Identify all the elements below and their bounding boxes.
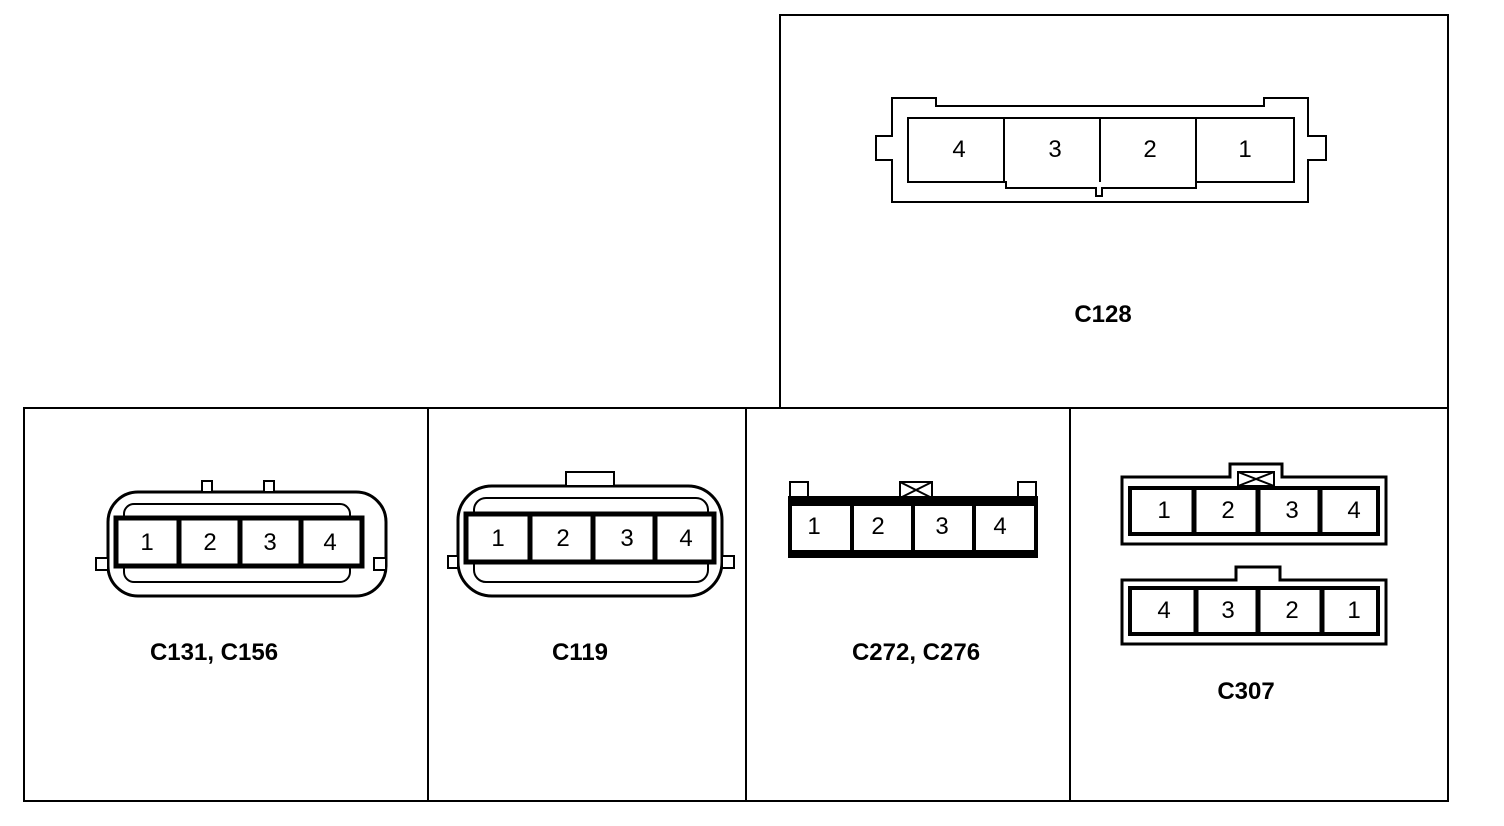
- c128-pin-3: 2: [1143, 136, 1156, 163]
- panel-c131-frame: [23, 407, 429, 802]
- c119-pin-1: 1: [491, 525, 504, 552]
- c128-pin-4: 1: [1238, 136, 1251, 163]
- c119-pin-2: 2: [556, 525, 569, 552]
- panel-c128-frame: [779, 14, 1449, 409]
- connector-c307-bottom: [1120, 565, 1388, 646]
- c307-top-pin-4: 4: [1347, 497, 1360, 524]
- c131-pin-4: 4: [323, 529, 336, 556]
- c307-top-pin-1: 1: [1157, 497, 1170, 524]
- c272-pin-1: 1: [807, 513, 820, 540]
- connector-c128: [875, 97, 1327, 203]
- connector-c131-c156: [95, 480, 388, 598]
- c119-pin-3: 3: [620, 525, 633, 552]
- panel-c119-frame: [427, 407, 747, 802]
- c307-top-pin-3: 3: [1285, 497, 1298, 524]
- c307-label: C307: [1217, 678, 1274, 705]
- connector-c307-top: [1120, 462, 1388, 546]
- c307-top-pin-2: 2: [1221, 497, 1234, 524]
- panel-c272-frame: [745, 407, 1071, 802]
- c131-pin-1: 1: [140, 529, 153, 556]
- c119-pin-4: 4: [679, 525, 692, 552]
- c128-pin-1: 4: [952, 136, 965, 163]
- c131-pin-3: 3: [263, 529, 276, 556]
- c272-c276-label: C272, C276: [852, 639, 980, 666]
- connector-c272-c276: [788, 481, 1038, 558]
- c307-bottom-pin-1: 4: [1157, 597, 1170, 624]
- c307-bottom-pin-3: 2: [1285, 597, 1298, 624]
- c128-label: C128: [1074, 301, 1131, 328]
- c131-c156-label: C131, C156: [150, 639, 278, 666]
- c307-bottom-pin-2: 3: [1221, 597, 1234, 624]
- c272-pin-4: 4: [993, 513, 1006, 540]
- c272-pin-3: 3: [935, 513, 948, 540]
- c272-pin-2: 2: [871, 513, 884, 540]
- c307-bottom-pin-4: 1: [1347, 597, 1360, 624]
- c131-pin-2: 2: [203, 529, 216, 556]
- panel-c307-frame: [1069, 407, 1449, 802]
- c128-pin-2: 3: [1048, 136, 1061, 163]
- c119-label: C119: [552, 639, 608, 666]
- connector-c119: [447, 471, 735, 598]
